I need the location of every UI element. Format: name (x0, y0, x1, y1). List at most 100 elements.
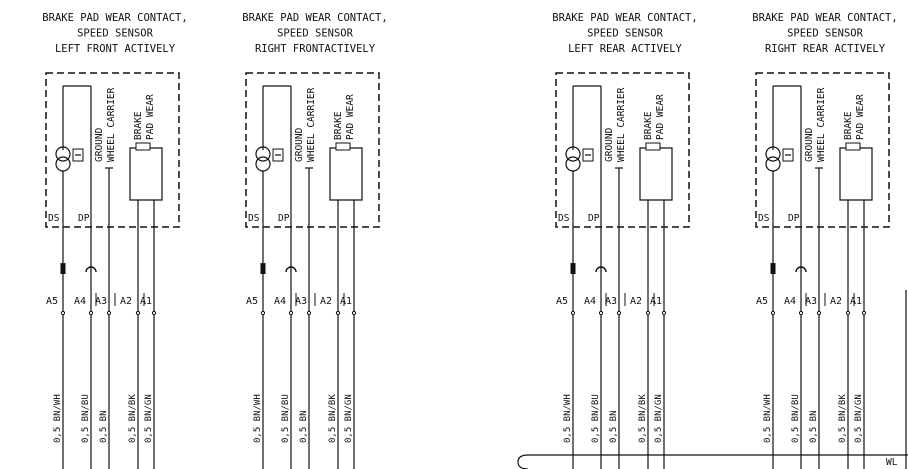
harness-label: WL (886, 457, 898, 468)
pin-dot (306, 310, 312, 316)
wire-color-label: 0,5 BN/GN (854, 394, 864, 443)
pad-label-line2: PAD WEAR (145, 94, 156, 140)
ds-label: DS (248, 213, 260, 224)
pin-label: A2 (320, 296, 332, 307)
wire-color-label: 0,5 BN/BU (591, 394, 601, 443)
pin-label: A4 (74, 296, 86, 307)
unit-title-line: BRAKE PAD WEAR CONTACT, (242, 12, 387, 24)
pin-label: A1 (850, 296, 862, 307)
pin-label: A1 (650, 296, 662, 307)
ds-label: DS (48, 213, 60, 224)
sensor-coil-circle (55, 146, 71, 162)
pin-dot (770, 310, 776, 316)
sensor-coil-circle (255, 156, 271, 172)
sensor-unit: BRAKE PAD WEAR CONTACT,SPEED SENSORLEFT … (552, 12, 698, 469)
wire-color-label: 0,5 BN/WH (763, 394, 773, 443)
pin-label: A2 (120, 296, 132, 307)
pad-contact-body (839, 147, 873, 201)
pad-label-line1: BRAKE (843, 111, 854, 140)
pin-dot (598, 310, 604, 316)
ds-label: DS (758, 213, 770, 224)
pad-contact-notch (845, 142, 861, 151)
pad-contact-notch (645, 142, 661, 151)
dp-label: DP (78, 213, 90, 224)
dp-label: DP (788, 213, 800, 224)
wire-color-label: 0,5 BN/BU (281, 394, 291, 443)
housing-dashed-box (555, 72, 690, 228)
connector-block (770, 263, 776, 274)
pin-label: A5 (246, 296, 258, 307)
pin-dot (288, 310, 294, 316)
pin-label: A4 (274, 296, 286, 307)
wire-color-label: 0,5 BN (809, 410, 819, 443)
ground-label-line2: WHEEL CARRIER (616, 87, 627, 162)
pad-label-line2: PAD WEAR (345, 94, 356, 140)
unit-title-line: RIGHT FRONTACTIVELY (255, 43, 376, 55)
dp-label: DP (588, 213, 600, 224)
sensor-unit: BRAKE PAD WEAR CONTACT, SPEED SENSOR RIGHT… (752, 12, 898, 469)
sensor-coil-circle (765, 146, 781, 162)
wire-color-label: 0,5 BN/BK (838, 394, 848, 443)
connector-block (260, 263, 266, 274)
wire-color-label: 0,5 BN/BK (128, 394, 138, 443)
unit-title-line: RIGHT REAR ACTIVELY (765, 43, 886, 55)
pin-label: A3 (95, 296, 107, 307)
pin-dot (106, 310, 112, 316)
housing-dashed-box (45, 72, 180, 228)
pin-dot (60, 310, 66, 316)
pad-label-line2: PAD WEAR (855, 94, 866, 140)
wire-color-label: 0,5 BN/BU (81, 394, 91, 443)
sensor-chip-box (782, 148, 794, 162)
pin-dot (351, 310, 357, 316)
wire-color-label: 0,5 BN (299, 410, 309, 443)
wire-color-label: 0,5 BN/BK (638, 394, 648, 443)
wire-color-label: 0,5 BN/BU (791, 394, 801, 443)
dp-label: DP (278, 213, 290, 224)
pin-dot (661, 310, 667, 316)
pin-label: A2 (630, 296, 642, 307)
connector-arc (85, 266, 97, 273)
pin-dot (861, 310, 867, 316)
pad-label-line1: BRAKE (133, 111, 144, 140)
pad-contact-body (639, 147, 673, 201)
housing-dashed-box (755, 72, 890, 228)
pin-label: A5 (556, 296, 568, 307)
pin-label: A1 (340, 296, 352, 307)
connector-arc (595, 266, 607, 273)
connector-block (60, 263, 66, 274)
pin-dot (570, 310, 576, 316)
pad-contact-body (329, 147, 363, 201)
sensor-chip-box (72, 148, 84, 162)
pin-label: A3 (805, 296, 817, 307)
pin-dot (616, 310, 622, 316)
wire-color-label: 0,5 BN/GN (144, 394, 154, 443)
sensor-coil-circle (565, 156, 581, 172)
housing-dashed-box (245, 72, 380, 228)
ground-label-line2: WHEEL CARRIER (816, 87, 827, 162)
connector-block (570, 263, 576, 274)
unit-title-line: BRAKE PAD WEAR CONTACT, (552, 12, 697, 24)
pin-dot (88, 310, 94, 316)
pad-label-line1: BRAKE (643, 111, 654, 140)
pin-dot (260, 310, 266, 316)
sensor-coil-circle (765, 156, 781, 172)
wire-color-label: 0,5 BN/GN (344, 394, 354, 443)
unit-title-line: SPEED SENSOR (277, 28, 354, 40)
wire-color-label: 0,5 BN (609, 410, 619, 443)
ground-label-line1: GROUND (294, 127, 305, 162)
harness-bracket (517, 454, 908, 469)
ground-label-line2: WHEEL CARRIER (306, 87, 317, 162)
pin-label: A5 (46, 296, 58, 307)
pin-dot (845, 310, 851, 316)
wire-color-label: 0,5 BN/WH (563, 394, 573, 443)
unit-title-line: BRAKE PAD WEAR CONTACT, (42, 12, 187, 24)
unit-title-line: BRAKE PAD WEAR CONTACT, (752, 12, 897, 24)
pin-dot (135, 310, 141, 316)
unit-title-line: SPEED SENSOR (787, 28, 864, 40)
ground-label-line2: WHEEL CARRIER (106, 87, 117, 162)
sensor-coil-circle (55, 156, 71, 172)
ground-label-line1: GROUND (604, 127, 615, 162)
pin-label: A4 (784, 296, 796, 307)
